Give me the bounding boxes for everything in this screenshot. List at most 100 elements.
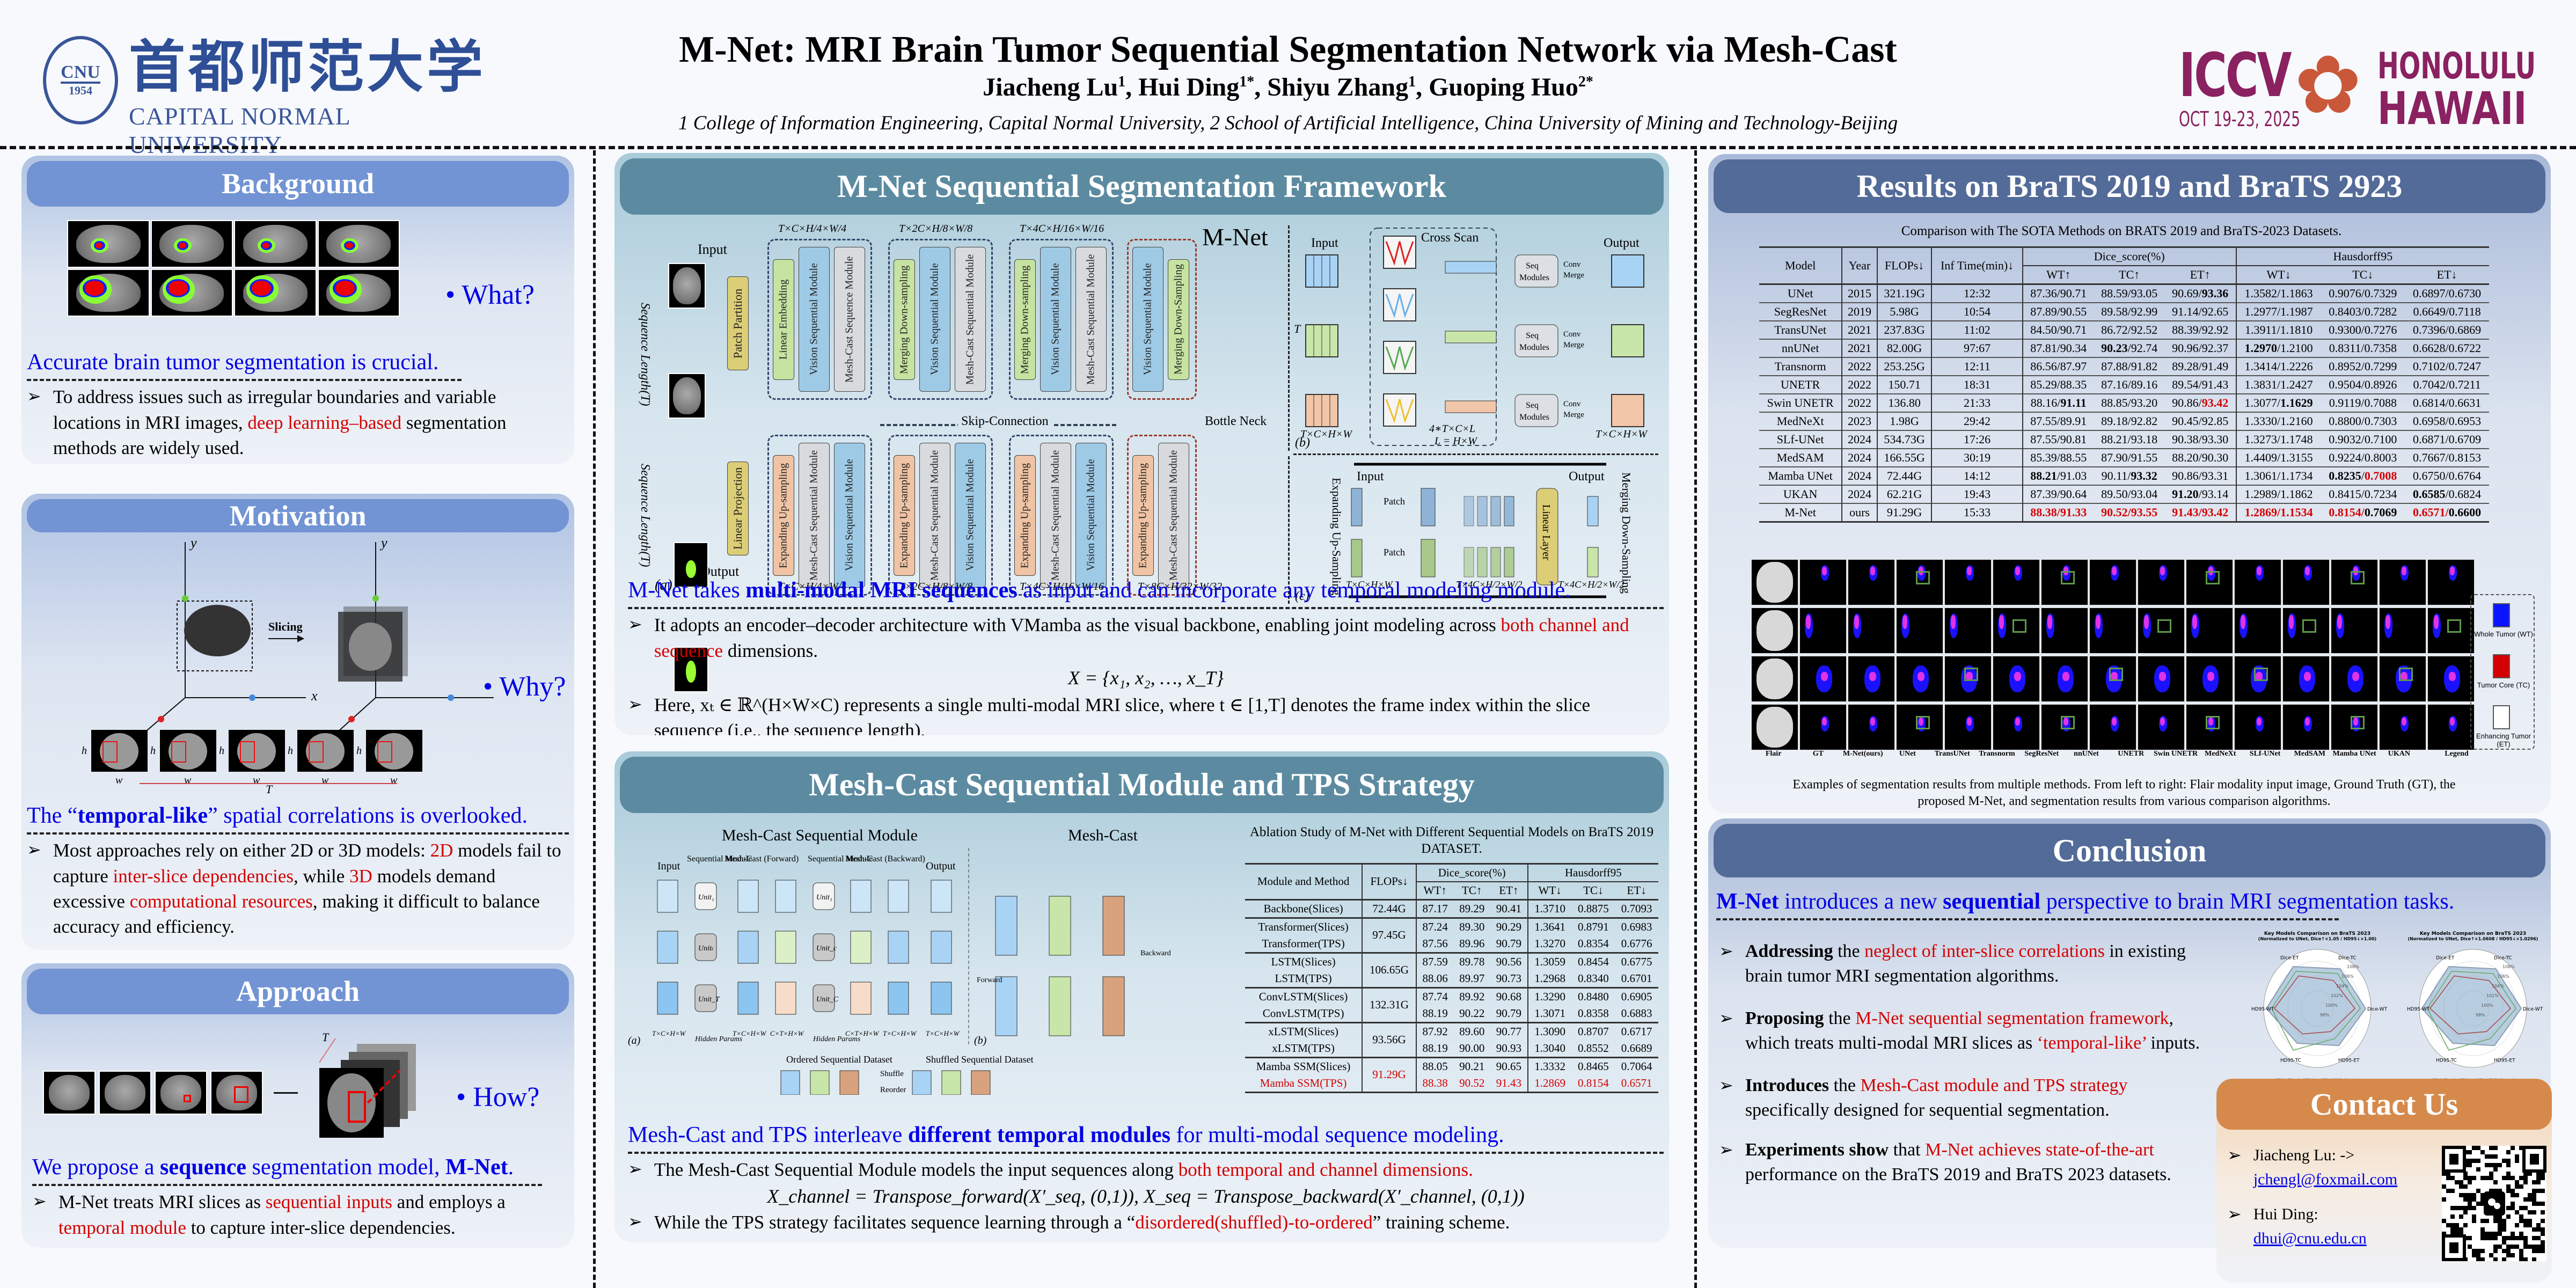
value-cell: 1.2869 [1534, 1076, 1565, 1089]
background-title: Background [27, 161, 569, 207]
value-cell: 0.8800/0.7303 [2329, 414, 2397, 428]
mri-slice-thumb: hw [150, 730, 216, 786]
author-name: Hui Ding1* [1138, 73, 1255, 101]
value-cell: 90.38/93.30 [2164, 430, 2237, 449]
value-cell: 0.8791 [1578, 920, 1609, 933]
ablation-caption: Ablation Study of M-Net with Different S… [1249, 825, 1654, 857]
contact-email-link[interactable]: jchengl@foxmail.com [2253, 1170, 2398, 1188]
value-cell: 0.8154/0.7069 [2329, 506, 2397, 519]
year-cell: 2023 [1842, 412, 1878, 430]
radar-axis-label: Dice-TC [2494, 956, 2512, 961]
radar-ring-label: 100% [2325, 1003, 2338, 1008]
segmentation-thumb [2186, 656, 2233, 702]
value-cell: 88.16/91.11 [2030, 396, 2087, 409]
legend-label: Enhancing Tumor (ET) [2476, 732, 2531, 748]
seg-column-label: Mamba UNet [2332, 750, 2376, 758]
seg-column-label: Swin UNETR [2153, 750, 2198, 758]
radar-ring-label: 106% [2341, 974, 2354, 979]
value-cell: 90.56 [1490, 953, 1528, 970]
value-cell: 87.24 [1422, 920, 1448, 933]
approach-panel: Approach T • How? We propose a sequence … [21, 963, 574, 1248]
sequential-unit: Unit_c [813, 933, 837, 961]
radar-axis-label: HD95-TC [2436, 1058, 2457, 1063]
segmentation-thumb [2089, 656, 2136, 702]
value-cell: 90.77 [1490, 1022, 1528, 1040]
value-cell: 85.39/88.55 [2030, 451, 2087, 464]
contact-email-link[interactable]: dhui@cnu.edu.cn [2253, 1230, 2367, 1247]
segmentation-thumb [2379, 656, 2426, 702]
contact-name: Jiacheng Lu: -> [2253, 1146, 2355, 1164]
value-cell: 0.9076/0.7329 [2329, 287, 2397, 300]
inftime-cell: 19:43 [1931, 485, 2023, 503]
mnet-label: M-Net [1202, 223, 1268, 251]
radar-axis-label: HD95-ET [2338, 1058, 2360, 1063]
output-token-grid [1611, 394, 1644, 427]
approach-slices [43, 1071, 268, 1115]
value-cell: 0.8358 [1578, 1006, 1609, 1020]
segmentation-thumb [2379, 608, 2426, 654]
value-cell: 90.79 [1490, 935, 1528, 953]
stage-group [888, 435, 993, 596]
segmentation-thumb [1896, 656, 1943, 702]
error-highlight-box [2206, 571, 2220, 585]
svg-text:Output: Output [1604, 236, 1640, 250]
radar-ring-label: 106% [2497, 974, 2509, 979]
segmentation-thumb [1751, 559, 1798, 605]
value-cell: 89.50/93.04 [2101, 487, 2158, 501]
results-table-caption: Comparison with The SOTA Methods on BRAT… [1901, 224, 2342, 238]
value-cell: 0.6871/0.6709 [2413, 433, 2482, 446]
contact-entry: ➢Hui Ding:dhui@cnu.edu.cn [2227, 1202, 2367, 1250]
flops-cell: 150.71 [1877, 376, 1933, 394]
sequential-unit: Unit_T [694, 984, 720, 1012]
value-cell: 87.81/90.34 [2030, 341, 2087, 355]
conference-name: ICCV [2179, 41, 2292, 111]
mri-slice-thumb [150, 269, 233, 317]
value-cell: 0.7093 [1621, 902, 1652, 915]
feature-cube [888, 880, 909, 913]
conclusion-bullet: ➢Addressing the neglect of inter-slice c… [1719, 939, 2202, 989]
value-cell: 90.23/92.74 [2101, 341, 2158, 355]
conclusion-bullet: ➢Introduces the Mesh-Cast module and TPS… [1719, 1073, 2202, 1123]
author-affil-mark: 2* [1578, 74, 1593, 90]
value-cell: 1.2869/1.1534 [2244, 506, 2313, 519]
mri-slice-thumb [234, 220, 317, 268]
column-header: Year [1842, 247, 1878, 285]
background-text: Accurate brain tumor segmentation is cru… [27, 349, 564, 460]
svg-text:Input: Input [1311, 236, 1338, 250]
value-cell: 0.9504/0.8926 [2329, 378, 2397, 391]
inftime-cell: 15:33 [1931, 503, 2023, 522]
value-cell: 89.60 [1459, 1024, 1485, 1038]
value-cell: 1.2968 [1534, 971, 1565, 985]
value-cell: 0.7042/0.7211 [2413, 378, 2481, 391]
segmentation-thumb [1848, 704, 1895, 750]
svg-text:T×C×H×W: T×C×H×W [652, 1029, 686, 1037]
background-mri-grid [67, 220, 400, 317]
meshcast-fig-title: Mesh-Cast [1068, 826, 1138, 844]
value-cell: 0.6883 [1621, 1006, 1652, 1020]
wechat-qr-code[interactable] [2442, 1146, 2546, 1261]
segmentation-thumb [2282, 704, 2330, 750]
legend-swatch [2493, 603, 2510, 627]
module-block: Vision Sequential Module [1040, 247, 1071, 392]
flops-cell: 62.21G [1877, 485, 1933, 503]
segmentation-thumb [2138, 704, 2185, 750]
dataset-slab [941, 1070, 961, 1095]
conclusion-bullet: ➢Experiments show that M-Net achieves st… [1719, 1138, 2202, 1187]
value-cell: 1.2970/1.2100 [2244, 341, 2313, 355]
svg-text:Input: Input [1357, 470, 1384, 484]
arrow-bullet-icon: ➢ [27, 840, 41, 860]
value-cell: 0.6750/0.6764 [2413, 469, 2482, 482]
mri-slice-thumb [317, 269, 400, 317]
mri-slice-thumb [150, 220, 233, 268]
framework-title: M-Net Sequential Segmentation Framework [620, 158, 1664, 215]
segmentation-thumb [1799, 559, 1847, 605]
approach-stack-figure: T [319, 1033, 416, 1138]
svg-text:Unit_C: Unit_C [816, 996, 839, 1004]
year-cell: 2024 [1842, 485, 1878, 503]
radar-subtitle: (Normalized to UNet, Dice↑×1.0608 / HD95… [2407, 936, 2538, 941]
segmentation-thumb [1993, 608, 2040, 654]
arrow-bullet-icon: ➢ [628, 1211, 642, 1231]
